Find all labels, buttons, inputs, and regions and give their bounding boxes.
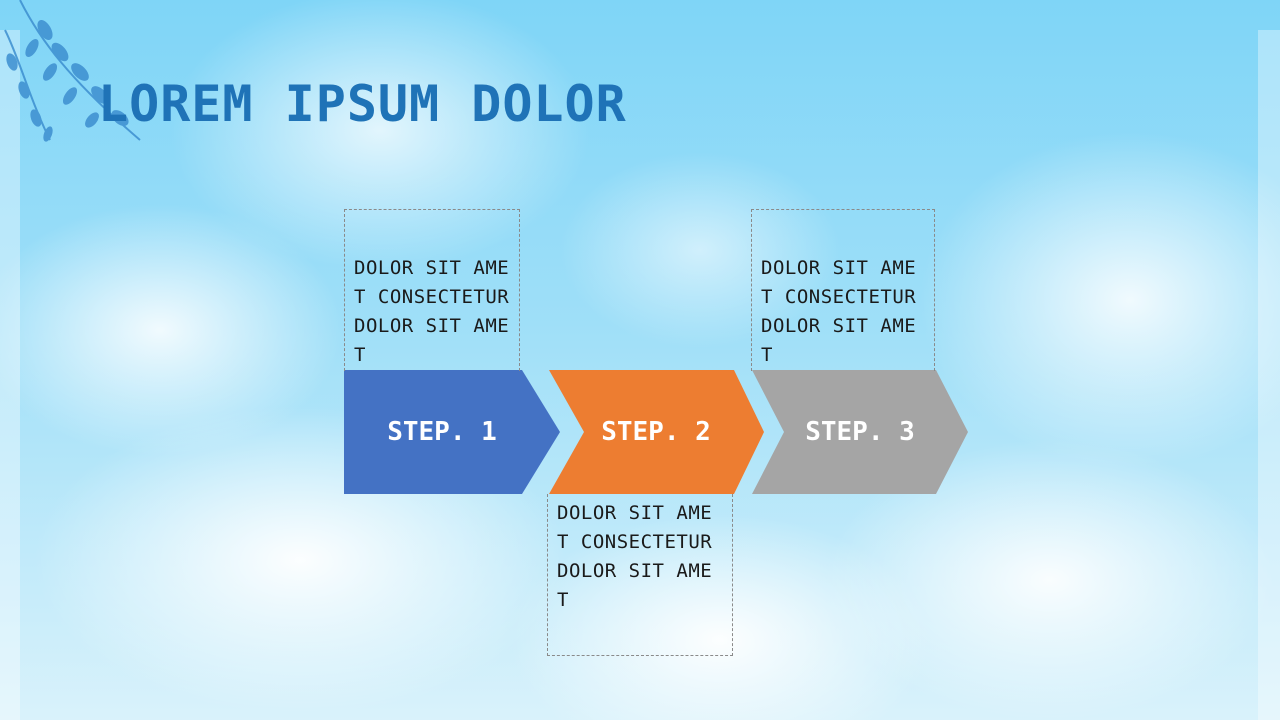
step-2-description: DOLOR SIT AMET CONSECTETUR DOLOR SIT AME… [547, 494, 733, 656]
step-1-label: STEP. 1 [387, 417, 497, 447]
page-title: LOREM IPSUM DOLOR [98, 75, 627, 133]
step-1-arrow [344, 370, 560, 494]
step-2-label: STEP. 2 [601, 417, 711, 447]
step-3-label: STEP. 3 [805, 417, 915, 447]
step-3-arrow [752, 370, 968, 494]
step-1-description: DOLOR SIT AMET CONSECTETUR DOLOR SIT AME… [344, 209, 520, 371]
step-3-description: DOLOR SIT AMET CONSECTETUR DOLOR SIT AME… [751, 209, 935, 371]
leaf-branch-icon [4, 0, 141, 142]
right-frame-strip [1258, 30, 1280, 720]
left-frame-strip [0, 30, 20, 720]
step-2-arrow [549, 370, 764, 494]
